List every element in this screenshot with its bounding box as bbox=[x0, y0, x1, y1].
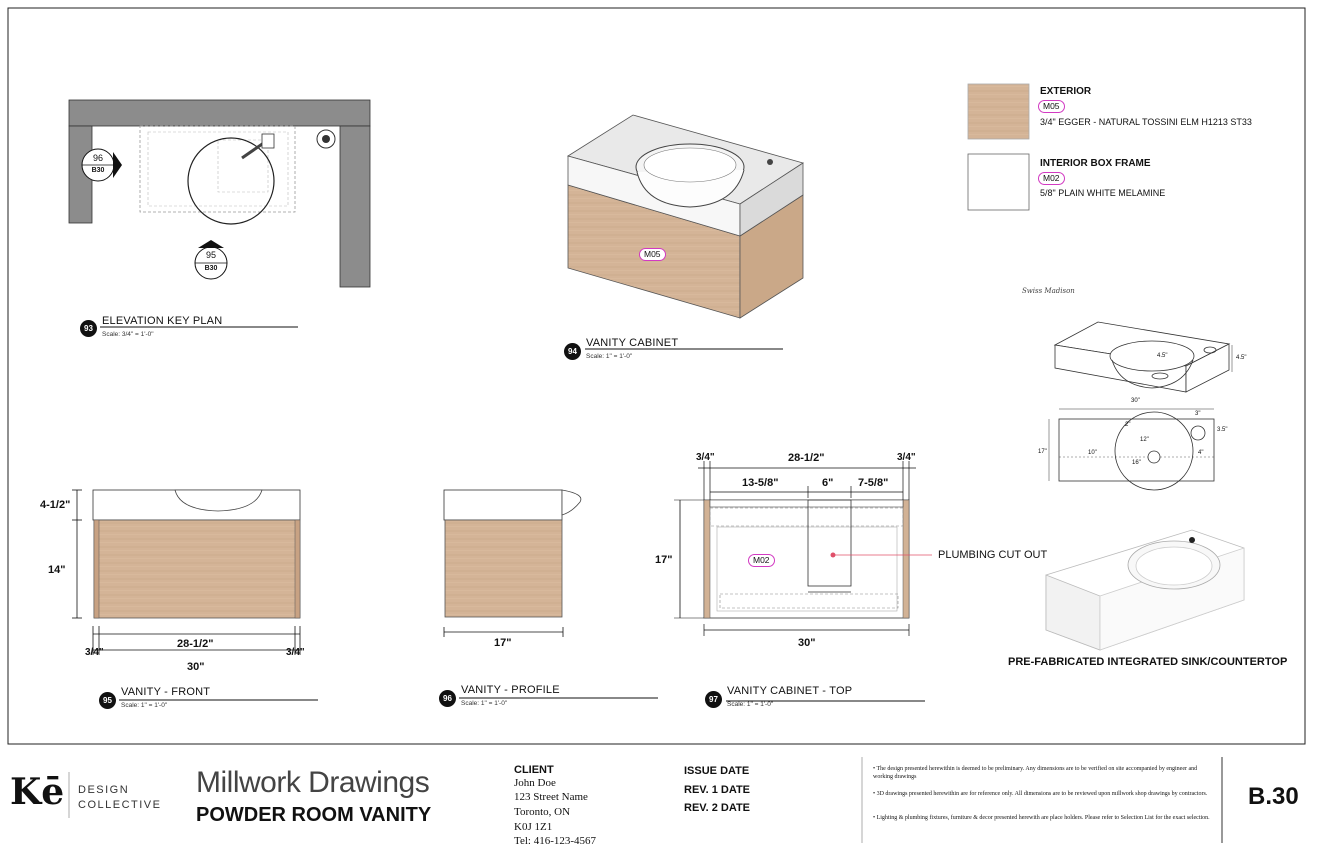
top-dim-seg1: 13-5/8" bbox=[742, 477, 779, 489]
view-95-title: VANITY - FRONT bbox=[121, 686, 211, 698]
top-dim-depth: 17" bbox=[655, 554, 673, 566]
marker-95-ref: B30 bbox=[204, 265, 218, 272]
top-dim-inner-width: 28-1/2" bbox=[788, 452, 825, 464]
rev2-date-label: REV. 2 DATE bbox=[684, 802, 751, 814]
plumbing-cutout-label: PLUMBING CUT OUT bbox=[938, 549, 1048, 561]
view-95-scale: Scale: 1" = 1'-0" bbox=[121, 702, 168, 709]
client-heading: CLIENT bbox=[514, 764, 554, 776]
view-97-number: 97 bbox=[705, 691, 722, 708]
rev1-date-label: REV. 1 DATE bbox=[684, 784, 751, 796]
client-phone: Tel: 416-123-4567 bbox=[514, 835, 597, 847]
company-logo: Kē bbox=[10, 771, 65, 813]
sink-dim-hole-offset: 3" bbox=[1195, 411, 1201, 417]
sink-dim-bowl: 4.5" bbox=[1157, 353, 1168, 359]
note-3: • Lighting & plumbing fixtures, furnitur… bbox=[873, 815, 1210, 821]
material-exterior-heading: EXTERIOR bbox=[1040, 86, 1092, 97]
sink-iso-drawing bbox=[1045, 321, 1245, 651]
top-dim-total-width: 30" bbox=[798, 637, 816, 649]
sink-caption: PRE-FABRICATED INTEGRATED SINK/COUNTERTO… bbox=[1008, 656, 1288, 668]
view-93-scale: Scale: 3/4" = 1'-0" bbox=[102, 331, 154, 338]
sink-dim-height: 4.5" bbox=[1236, 355, 1247, 361]
vanity-top-drawing bbox=[674, 461, 932, 702]
view-96-scale: Scale: 1" = 1'-0" bbox=[461, 700, 508, 707]
material-tag-m05: M05 bbox=[639, 248, 666, 261]
material-interior-desc: 5/8" PLAIN WHITE MELAMINE bbox=[1040, 188, 1166, 198]
front-dim-side-right: 3/4" bbox=[286, 647, 305, 658]
sink-dim-hole-dia: 3.5" bbox=[1217, 427, 1228, 433]
front-dim-top-height: 4-1/2" bbox=[40, 499, 71, 511]
top-dim-side-right: 3/4" bbox=[897, 452, 916, 463]
top-dim-seg2: 6" bbox=[822, 477, 834, 489]
view-93-title: ELEVATION KEY PLAN bbox=[102, 315, 223, 327]
client-city: Toronto, ON bbox=[514, 806, 571, 818]
profile-dim-depth: 17" bbox=[494, 637, 512, 649]
client-street: 123 Street Name bbox=[514, 791, 588, 803]
vanity-profile-drawing bbox=[443, 489, 658, 699]
view-96-title: VANITY - PROFILE bbox=[461, 684, 560, 696]
material-exterior-desc: 3/4" EGGER - NATURAL TOSSINI ELM H1213 S… bbox=[1040, 117, 1252, 127]
view-93-number: 93 bbox=[80, 320, 97, 337]
sink-dim-2: 2" bbox=[1125, 422, 1131, 428]
sink-brand-logo: Swiss Madison bbox=[1022, 287, 1075, 295]
material-swatches bbox=[967, 83, 1030, 211]
sink-dim-10: 10" bbox=[1088, 450, 1097, 456]
company-logo-line2: COLLECTIVE bbox=[78, 799, 162, 811]
view-94-title: VANITY CABINET bbox=[586, 337, 679, 349]
vanity-front-drawing bbox=[72, 489, 318, 701]
material-interior-tag: M02 bbox=[1038, 172, 1065, 185]
top-dim-side-left: 3/4" bbox=[696, 452, 715, 463]
material-interior-heading: INTERIOR BOX FRAME bbox=[1040, 158, 1151, 169]
marker-96-ref: B30 bbox=[91, 167, 105, 174]
view-94-scale: Scale: 1" = 1'-0" bbox=[586, 353, 633, 360]
view-95-number: 95 bbox=[99, 692, 116, 709]
client-name: John Doe bbox=[514, 777, 556, 789]
sink-dim-16: 16" bbox=[1132, 460, 1141, 466]
front-dim-side-left: 3/4" bbox=[85, 647, 104, 658]
drawing-subtitle: POWDER ROOM VANITY bbox=[196, 804, 432, 826]
marker-96-number: 96 bbox=[92, 153, 103, 163]
company-logo-line1: DESIGN bbox=[78, 784, 130, 796]
top-dim-seg3: 7-5/8" bbox=[858, 477, 889, 489]
front-dim-inner-width: 28-1/2" bbox=[177, 638, 214, 650]
view-96-number: 96 bbox=[439, 690, 456, 707]
sink-dim-4: 4" bbox=[1198, 450, 1204, 456]
front-dim-body-height: 14" bbox=[48, 564, 66, 576]
vanity-cabinet-3d bbox=[567, 114, 804, 350]
material-tag-m02: M02 bbox=[748, 554, 775, 567]
issue-date-label: ISSUE DATE bbox=[684, 765, 750, 777]
client-postal: K0J 1Z1 bbox=[514, 821, 553, 833]
elevation-key-plan bbox=[68, 99, 371, 328]
marker-95-number: 95 bbox=[205, 250, 216, 260]
sink-dim-depth: 17" bbox=[1038, 449, 1047, 455]
sink-dim-12: 12" bbox=[1140, 437, 1149, 443]
sink-dim-width: 30" bbox=[1131, 398, 1140, 404]
front-dim-total-width: 30" bbox=[187, 661, 205, 673]
view-94-number: 94 bbox=[564, 343, 581, 360]
note-2: • 3D drawings presented herewithin are f… bbox=[873, 791, 1208, 797]
sheet-number: B.30 bbox=[1248, 783, 1299, 810]
view-97-title: VANITY CABINET - TOP bbox=[727, 685, 853, 697]
note-1: • The design presented herewithin is dee… bbox=[873, 766, 1198, 780]
material-exterior-tag: M05 bbox=[1038, 100, 1065, 113]
drawing-set-title: Millwork Drawings bbox=[196, 766, 430, 799]
view-97-scale: Scale: 1" = 1'-0" bbox=[727, 701, 774, 708]
